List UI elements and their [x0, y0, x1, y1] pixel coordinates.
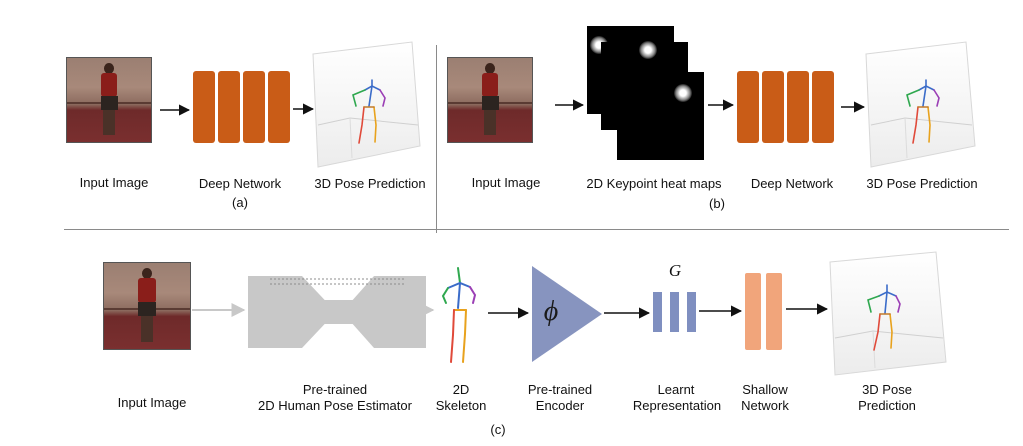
deep-network-block-a4 [268, 71, 290, 143]
deep-network-block-b1 [737, 71, 759, 143]
estimator-label-line2: 2D Human Pose Estimator [258, 398, 412, 413]
pose-box-a [312, 41, 421, 168]
pose-box-b [865, 41, 976, 168]
caption-a: (a) [232, 195, 248, 210]
representation-label-line2: Representation [632, 398, 722, 413]
pose-skeleton-c [867, 284, 901, 351]
pose-prediction-label-a: 3D Pose Prediction [314, 176, 426, 191]
vertical-divider [436, 45, 437, 233]
pose-prediction-label-b: 3D Pose Prediction [866, 176, 978, 191]
input-image-c [103, 262, 191, 350]
representation-symbol: G [668, 261, 682, 280]
input-image-label-a: Input Image [79, 175, 149, 190]
deep-network-block-b3 [787, 71, 809, 143]
encoder-label-line2: Encoder [535, 398, 585, 413]
deep-network-block-b2 [762, 71, 784, 143]
pose-skeleton-a [352, 79, 386, 144]
caption-b: (b) [709, 196, 725, 211]
skeleton-label-line2: Skeleton [435, 398, 487, 413]
input-image-label-c: Input Image [117, 395, 187, 410]
representation-bar-3 [687, 292, 696, 332]
pose-box-c [829, 251, 947, 376]
input-image-label-b: Input Image [471, 175, 541, 190]
representation-bar-2 [670, 292, 679, 332]
input-image-a [66, 57, 152, 143]
deep-network-block-b4 [812, 71, 834, 143]
pose-skeleton-b [906, 79, 940, 144]
deep-network-block-a1 [193, 71, 215, 143]
heatmap-3 [617, 72, 704, 160]
encoder-phi-symbol: ϕ [543, 296, 559, 327]
skeleton-label-line1: 2D [452, 382, 470, 397]
input-image-b [447, 57, 533, 143]
deep-network-label-b: Deep Network [750, 176, 834, 191]
deep-network-block-a3 [243, 71, 265, 143]
shallow-network-bar-2 [766, 273, 782, 350]
representation-bar-1 [653, 292, 662, 332]
pose-prediction-label-c-line2: Prediction [858, 398, 916, 413]
estimator-label-line1: Pre-trained [302, 382, 368, 397]
pose-estimator [248, 276, 426, 348]
shallow-label-line2: Network [741, 398, 789, 413]
pose-prediction-label-c-line1: 3D Pose [862, 382, 912, 397]
encoder-label-line1: Pre-trained [527, 382, 593, 397]
deep-network-block-a2 [218, 71, 240, 143]
horizontal-divider [64, 229, 1009, 230]
representation-label-line1: Learnt [657, 382, 695, 397]
shallow-network-bar-1 [745, 273, 761, 350]
skeleton-2d [441, 267, 477, 363]
deep-network-label-a: Deep Network [198, 176, 282, 191]
shallow-label-line1: Shallow [742, 382, 788, 397]
heatmaps-label: 2D Keypoint heat maps [586, 176, 722, 191]
caption-c: (c) [490, 422, 506, 437]
